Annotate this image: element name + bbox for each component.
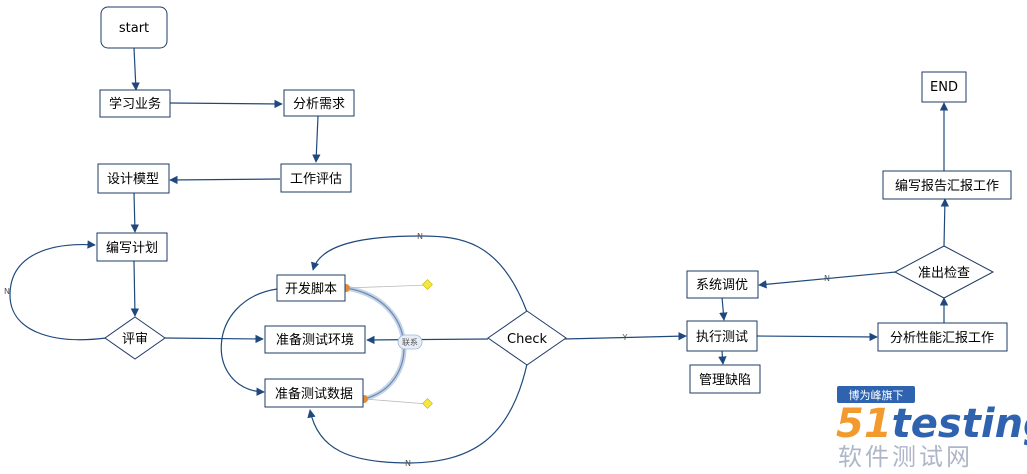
adjust-handle-bottom[interactable] — [422, 398, 433, 409]
node-design-model[interactable]: 设计模型 — [97, 163, 170, 194]
svg-text:编写计划: 编写计划 — [106, 241, 158, 256]
node-develop-script[interactable]: 开发脚本 — [276, 274, 346, 302]
adjust-handle-top[interactable] — [422, 279, 433, 290]
edge-start-to-learn — [131, 47, 140, 91]
edge-exit-to-report — [940, 198, 950, 247]
edge-execute-to-analyze — [756, 332, 878, 342]
edge-analyze-to-estimate — [312, 115, 321, 163]
svg-text:设计模型: 设计模型 — [107, 172, 159, 187]
watermark-brand: 51testing — [836, 401, 1027, 447]
node-execute-test[interactable]: 执行测试 — [686, 320, 758, 352]
svg-text:学习业务: 学习业务 — [109, 96, 161, 112]
node-review[interactable]: 评审 — [104, 316, 166, 360]
edge-check-back-bottom — [307, 363, 528, 464]
svg-text:开发脚本: 开发脚本 — [285, 281, 337, 297]
label-exit-no: N — [824, 274, 830, 283]
watermark-brand-suffix: testing — [892, 401, 1027, 447]
connector-label-box — [397, 334, 423, 350]
node-prepare-data[interactable]: 准备测试数据 — [264, 378, 364, 408]
watermark-subtitle: 软件测试网 — [838, 443, 973, 471]
svg-text:编写报告汇报工作: 编写报告汇报工作 — [895, 179, 999, 194]
node-work-estimate[interactable]: 工作评估 — [280, 163, 352, 193]
watermark-brand-prefix: 51 — [836, 401, 892, 447]
svg-text:执行测试: 执行测试 — [696, 330, 748, 345]
svg-text:Check: Check — [507, 332, 547, 347]
handle-guide-top — [345, 284, 429, 289]
svg-text:准备测试数据: 准备测试数据 — [275, 386, 353, 402]
node-analyze-report[interactable]: 分析性能汇报工作 — [877, 322, 1008, 352]
connector-label: 联系 — [402, 337, 418, 347]
node-exit-check[interactable]: 准出检查 — [893, 245, 995, 299]
edge-check-to-env — [366, 335, 489, 345]
node-end[interactable]: END — [921, 71, 967, 103]
edge-estimate-to-design — [169, 175, 281, 185]
edge-check-to-execute — [563, 331, 687, 341]
edge-exit-to-tuning — [758, 271, 897, 289]
edge-review-to-env — [164, 334, 264, 344]
edge-plan-to-review — [130, 260, 140, 317]
svg-text:评审: 评审 — [122, 332, 148, 347]
node-start[interactable]: start — [100, 6, 168, 49]
svg-text:准出检查: 准出检查 — [918, 266, 970, 281]
edges — [9, 47, 950, 464]
label-check-yes: Y — [622, 333, 628, 342]
watermark-logo: 博为峰旗下 51testing 软件测试网 — [836, 386, 1027, 471]
edge-review-loop — [9, 240, 107, 341]
handle-guide-bottom — [363, 398, 429, 405]
edge-execute-to-defects — [718, 350, 727, 365]
svg-text:准备测试环境: 准备测试环境 — [276, 332, 354, 348]
node-manage-defects[interactable]: 管理缺陷 — [689, 364, 761, 394]
svg-text:系统调优: 系统调优 — [696, 278, 748, 293]
edge-tuning-to-execute — [719, 296, 728, 321]
node-prepare-env[interactable]: 准备测试环境 — [264, 325, 366, 354]
edge-script-to-data-curve-left — [220, 288, 278, 396]
svg-text:分析需求: 分析需求 — [293, 97, 345, 112]
svg-text:分析性能汇报工作: 分析性能汇报工作 — [890, 331, 994, 346]
label-review-loop: N — [4, 287, 10, 296]
label-check-back-bottom: N — [405, 459, 411, 468]
node-learn-business[interactable]: 学习业务 — [99, 89, 171, 118]
node-check[interactable]: Check — [487, 310, 567, 366]
node-system-tuning[interactable]: 系统调优 — [686, 270, 759, 299]
svg-text:start: start — [119, 21, 149, 36]
edge-design-to-plan — [130, 192, 140, 233]
svg-text:管理缺陷: 管理缺陷 — [699, 373, 751, 388]
node-write-plan[interactable]: 编写计划 — [96, 232, 168, 262]
node-write-report[interactable]: 编写报告汇报工作 — [882, 170, 1012, 200]
watermark-tag-box — [837, 386, 915, 403]
svg-text:工作评估: 工作评估 — [290, 172, 342, 187]
label-check-back-top: N — [417, 232, 423, 241]
watermark-tagline: 博为峰旗下 — [849, 388, 904, 402]
edge-labels: N N N Y N — [4, 232, 830, 468]
edge-learn-to-analyze — [169, 99, 283, 109]
node-analyze-requirements[interactable]: 分析需求 — [283, 89, 355, 117]
edge-check-back-top — [311, 235, 528, 313]
nodes: start 学习业务 分析需求 工作评估 设计模型 编写计划 评审 开发脚本 — [96, 6, 1012, 408]
svg-text:END: END — [930, 80, 958, 95]
